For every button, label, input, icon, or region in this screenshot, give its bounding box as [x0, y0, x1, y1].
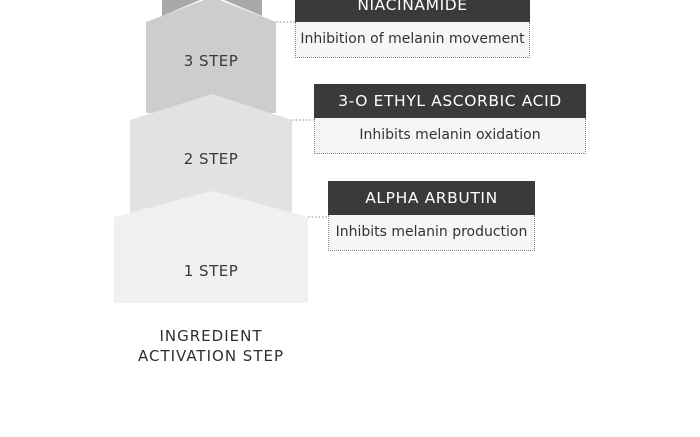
- caption-line-1: INGREDIENT: [159, 327, 263, 345]
- ingredient-card-alpha-arbutin: ALPHA ARBUTIN Inhibits melanin productio…: [328, 181, 535, 251]
- step-1-label: 1 STEP: [183, 262, 239, 280]
- ingredient-card-ascorbic-acid: 3-O ETHYL ASCORBIC ACID Inhibits melanin…: [314, 84, 586, 154]
- step-2-label: 2 STEP: [183, 150, 239, 168]
- ingredient-name: NIACINAMIDE: [295, 0, 530, 22]
- caption-line-2: ACTIVATION STEP: [137, 347, 285, 365]
- ingredient-card-niacinamide: NIACINAMIDE Inhibition of melanin moveme…: [295, 0, 530, 58]
- step-1-block: [114, 191, 308, 303]
- ingredient-name: 3-O ETHYL ASCORBIC ACID: [314, 84, 586, 118]
- ingredient-name: ALPHA ARBUTIN: [328, 181, 535, 215]
- step-4-block: [162, 0, 262, 16]
- step-2-block: [130, 94, 292, 213]
- diagram-caption: INGREDIENT ACTIVATION STEP: [110, 326, 312, 366]
- ingredient-effect: Inhibits melanin production: [328, 215, 535, 251]
- ingredient-effect: Inhibition of melanin movement: [295, 22, 530, 58]
- ingredient-effect: Inhibits melanin oxidation: [314, 118, 586, 154]
- step-3-label: 3 STEP: [183, 52, 239, 70]
- step-3-block: [146, 0, 276, 113]
